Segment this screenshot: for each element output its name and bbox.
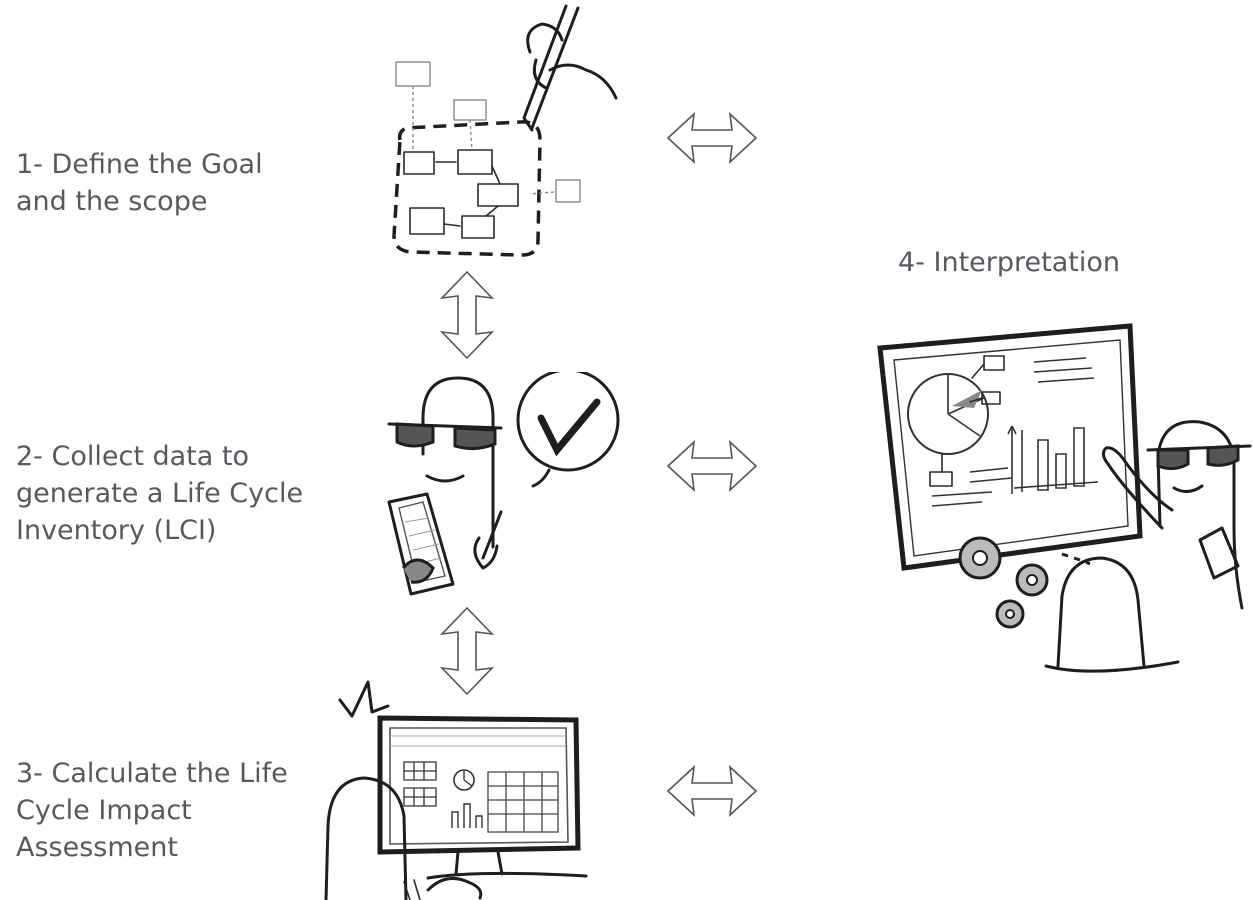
character-with-tablet-checkmark-icon [383, 372, 643, 602]
double-headed-vertical-arrow-icon [440, 606, 494, 696]
step-2-label: 2- Collect data to generate a Life Cycle… [16, 441, 304, 546]
double-headed-horizontal-arrow-icon [666, 765, 758, 817]
presenter-with-chart-board-icon [862, 318, 1253, 678]
double-headed-vertical-arrow-icon [440, 270, 494, 360]
step-1-label: 1- Define the Goal and the scope [16, 149, 263, 217]
double-headed-horizontal-arrow-icon [666, 112, 758, 164]
double-headed-horizontal-arrow-icon [666, 440, 758, 492]
step-4-label: 4- Interpretation [898, 247, 1120, 278]
person-at-computer-icon [318, 676, 593, 900]
step-3-label: 3- Calculate the Life Cycle Impact Asses… [16, 758, 288, 863]
system-boundary-sketch-icon [380, 0, 620, 270]
